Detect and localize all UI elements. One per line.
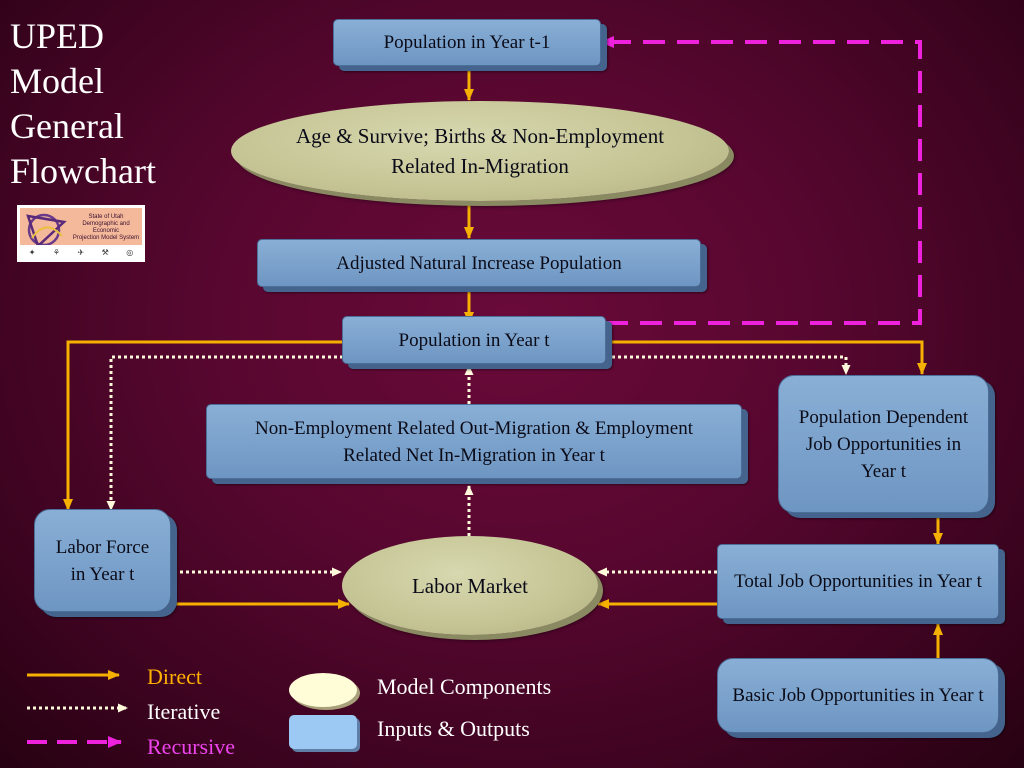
page-title: UPED Model General Flowchart [10,14,156,194]
node-basic-job-opportunities: Basic Job Opportunities in Year t [717,658,999,733]
node-population-dependent-jobs: Population Dependent Job Opportunities i… [778,375,989,513]
arrow-pop-t-to-pop-dependent-jobs [606,340,927,375]
node-label: Population in Year t-1 [383,32,551,53]
legend-iterative-label: Iterative [147,699,221,724]
uped-logo: State of Utah Demographic and Economic P… [17,205,145,262]
node-total-job-opportunities: Total Job Opportunities in Year t [717,544,999,619]
node-population-prev-year: Population in Year t-1 [333,19,601,66]
logo-glyph-icon: ◎ [126,247,134,257]
legend-direct-label: Direct [147,664,202,689]
iterative-pop-t-to-pop-dependent-jobs [606,355,851,375]
legend-recursive-label: Recursive [147,734,235,759]
node-labor-force: Labor Force in Year t [34,509,171,612]
legend-model-components-swatch [289,673,357,707]
node-label: Population in Year t [398,329,550,351]
logo-triangle-icon [26,213,67,249]
logo-glyph-icon: ⚒ [101,247,109,257]
title-line: General [10,106,124,146]
legend-inputs-outputs-label: Inputs & Outputs [377,716,530,741]
logo-glyph-icon: ⚘ [52,247,61,257]
node-adjusted-natural-increase: Adjusted Natural Increase Population [257,239,701,287]
title-line: UPED [10,16,105,56]
recursive-feedback-line [600,36,922,325]
node-labor-market: Labor Market [342,536,598,635]
logo-caption: State of Utah Demographic and Economic P… [72,214,140,241]
logo-panel: State of Utah Demographic and Economic P… [20,208,142,259]
node-migration: Non-Employment Related Out-Migration & E… [206,404,742,479]
node-population-year-t: Population in Year t [342,316,606,364]
title-line: Model [10,61,104,101]
node-age-survive: Age & Survive; Births & Non-Employment R… [231,101,729,201]
arrow-pop-t-to-labor-force [63,340,343,511]
logo-icon-strip: ✦ ⚘ ✈ ⚒ ◎ [20,245,142,259]
node-label: Labor Force in Year t [55,536,150,585]
node-label: Basic Job Opportunities in Year t [732,685,984,706]
node-label: Age & Survive; Births & Non-Employment R… [295,124,665,178]
logo-glyph-icon: ✦ [28,247,36,257]
title-line: Flowchart [10,151,156,191]
legend-inputs-outputs-swatch [289,715,357,749]
node-label: Labor Market [411,573,529,598]
node-label: Population Dependent Job Opportunities i… [798,406,969,482]
node-label: Adjusted Natural Increase Population [336,252,622,274]
logo-glyph-icon: ✈ [77,247,85,257]
node-label: Non-Employment Related Out-Migration & E… [255,417,693,466]
legend-model-components-label: Model Components [377,674,552,699]
node-label: Total Job Opportunities in Year t [734,571,982,592]
